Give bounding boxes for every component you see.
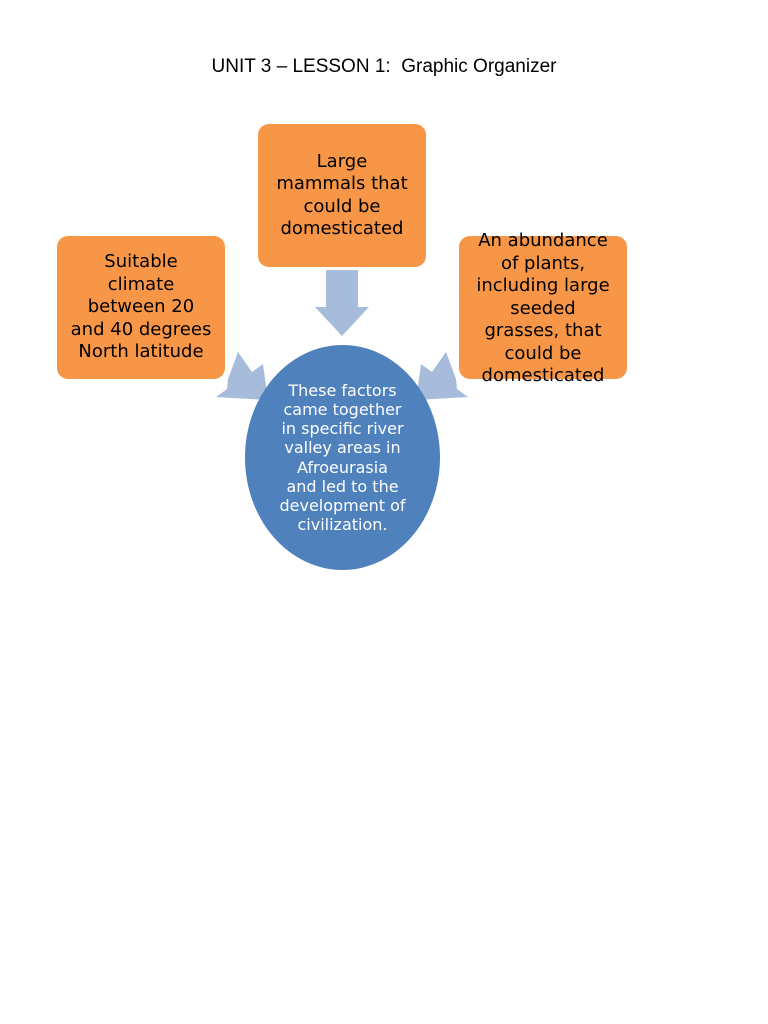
factor-box-plants: An abundance of plants, including large … <box>459 230 627 386</box>
result-ellipse: These factors came together in specific … <box>245 345 440 570</box>
factor-text-plants: An abundance of plants, including large … <box>476 230 610 386</box>
factor-text-climate: Suitable climate between 20 and 40 degre… <box>70 251 212 363</box>
arrow-down-icon <box>315 270 369 336</box>
arrow-down-right-icon <box>216 352 268 400</box>
page-title: UNIT 3 – LESSON 1: Graphic Organizer <box>211 56 557 77</box>
factor-text-mammals: Large mammals that could be domesticated <box>276 150 408 240</box>
result-text: These factors came together in specific … <box>279 380 406 535</box>
arrow-down-left-icon <box>416 352 468 400</box>
factor-box-climate: Suitable climate between 20 and 40 degre… <box>57 236 225 379</box>
factor-box-mammals: Large mammals that could be domesticated <box>258 124 426 267</box>
